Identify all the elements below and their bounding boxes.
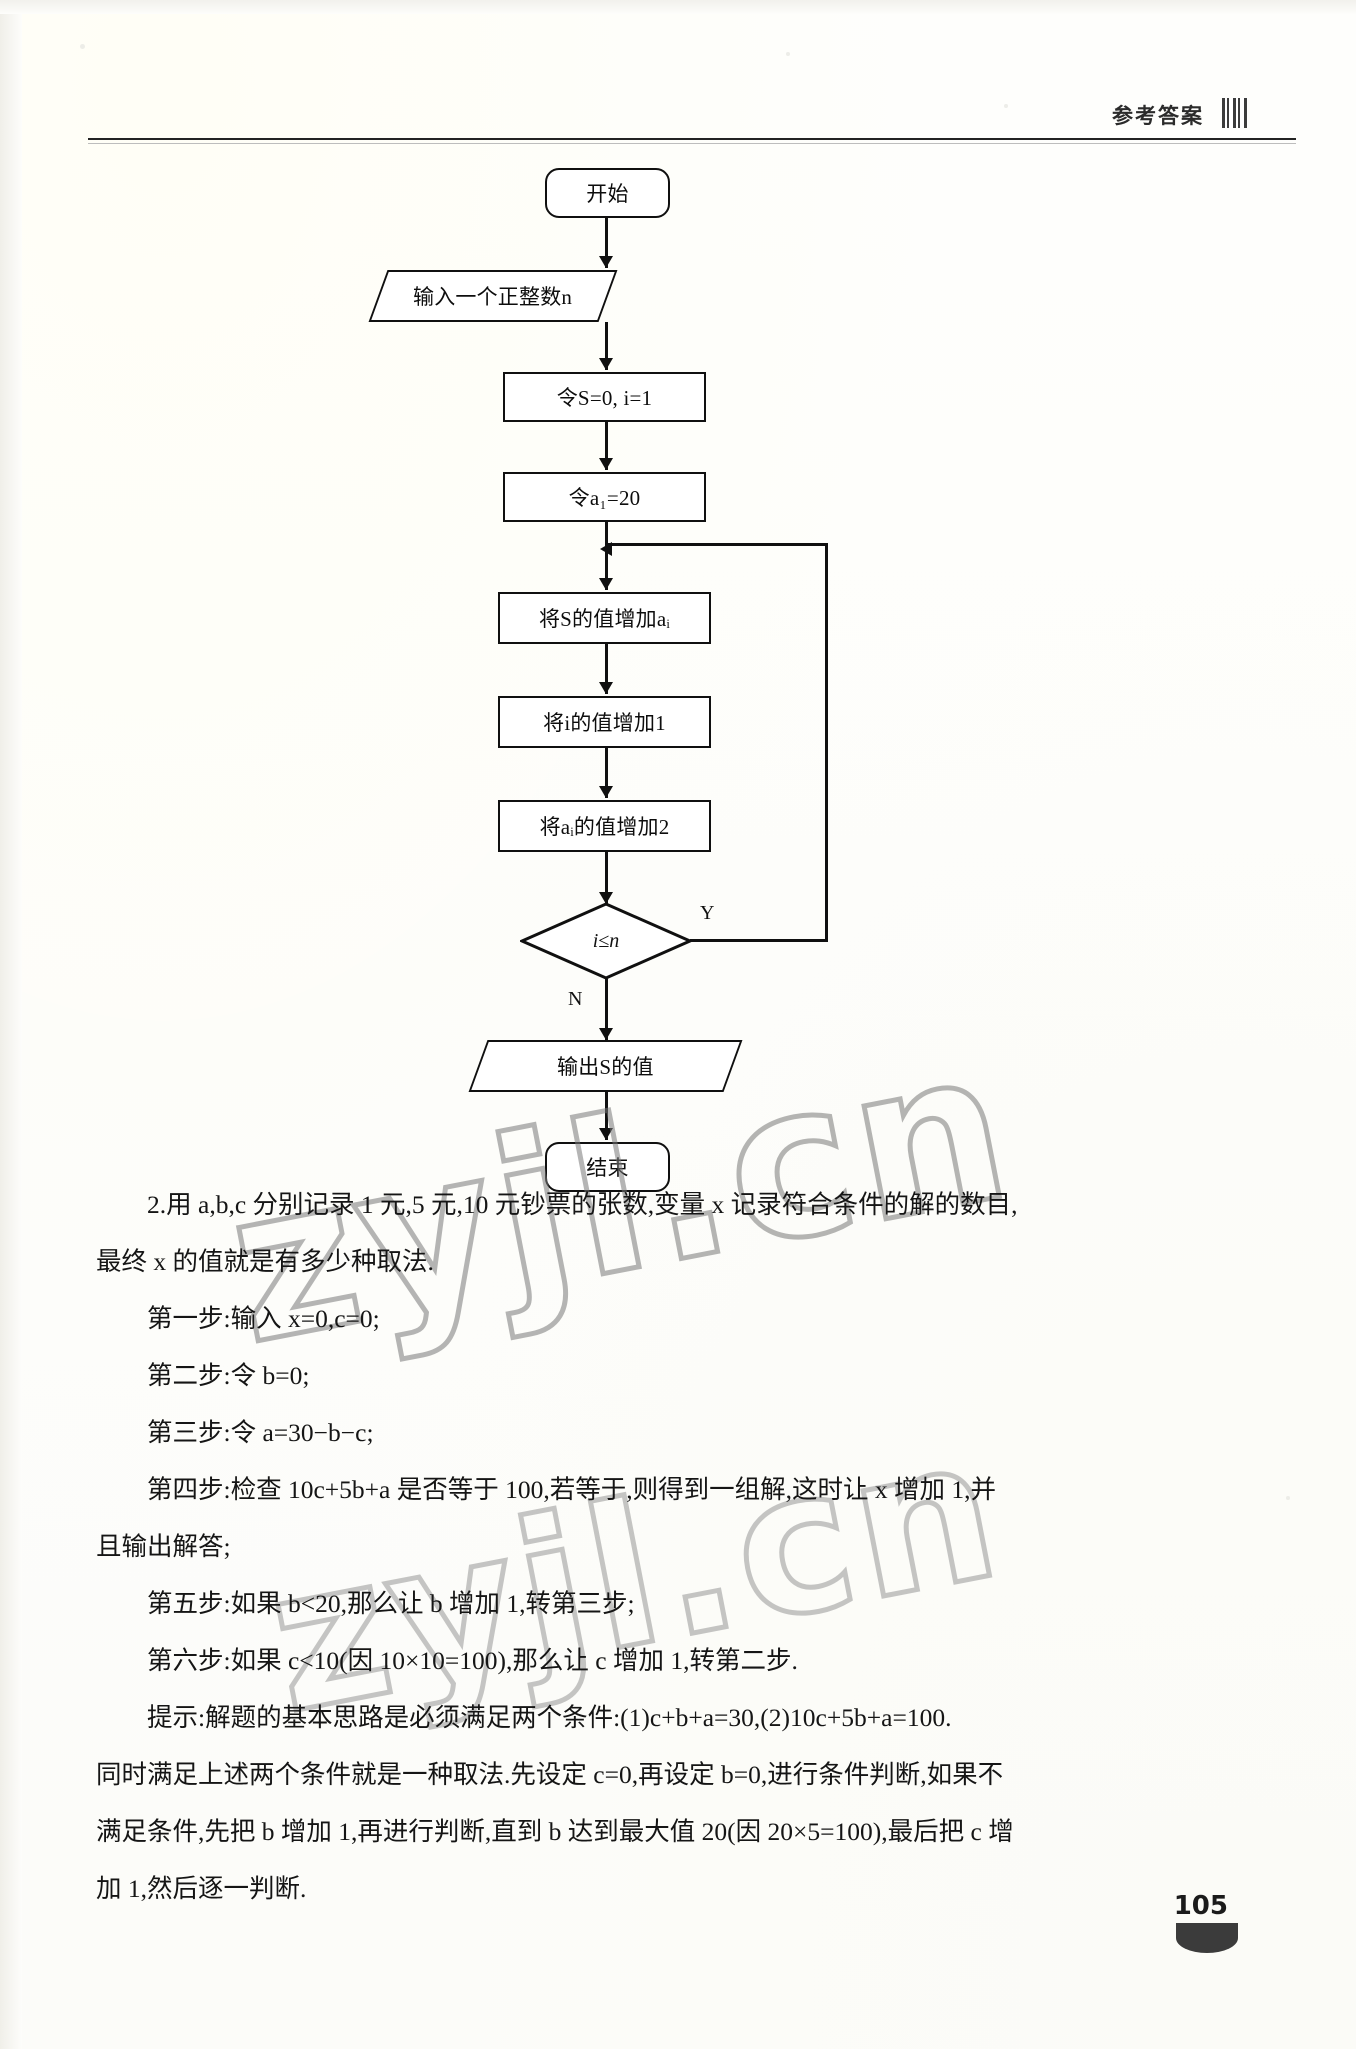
- flow-node-add-a: 将aᵢ的值增加2: [498, 800, 711, 852]
- flow-node-init-a1: 令a₁=20: [503, 472, 706, 522]
- flow-node-add-i-label: 将i的值增加1: [543, 711, 666, 735]
- page-number-decoration: [1176, 1923, 1238, 1953]
- flow-connector-no-down: [605, 978, 608, 1040]
- flow-connector-addi-adda: [605, 748, 608, 798]
- answer-body: 2.用 a,b,c 分别记录 1 元,5 元,10 元钞票的张数,变量 x 记录…: [96, 1176, 1268, 1917]
- page-top-edge-shadow: [0, 0, 1356, 14]
- flow-connector-yes-up: [825, 543, 828, 941]
- paragraph-hint-line1: 提示:解题的基本思路是必须满足两个条件:(1)c+b+a=30,(2)10c+5…: [147, 1703, 952, 1732]
- paragraph-step-4-line1: 第四步:检查 10c+5b+a 是否等于 100,若等于,则得到一组解,这时让 …: [147, 1475, 996, 1504]
- flow-node-end: 结束: [545, 1142, 670, 1192]
- paragraph-step-3: 第三步:令 a=30−b−c;: [147, 1418, 374, 1447]
- flow-arrowhead: [599, 1028, 613, 1040]
- flow-node-start: 开始: [545, 168, 670, 218]
- flow-connector-input-init1: [605, 322, 608, 370]
- flow-node-start-label: 开始: [586, 182, 629, 206]
- page-header: 参考答案: [0, 96, 1356, 150]
- page-left-edge-shadow: [0, 0, 22, 2049]
- flow-node-input-label: 输入一个正整数n: [413, 285, 573, 309]
- page-number: 105: [1173, 1891, 1228, 1921]
- flow-connector-start-input: [605, 218, 608, 268]
- flow-connector-init1-init2: [605, 422, 608, 470]
- flow-node-input: 输入一个正整数n: [368, 270, 618, 322]
- flow-arrowhead: [599, 578, 613, 590]
- flow-node-add-a-label: 将aᵢ的值增加2: [539, 815, 670, 839]
- flow-connector-adda-test: [605, 852, 608, 904]
- header-divider: [88, 138, 1296, 140]
- flow-node-end-label: 结束: [586, 1156, 629, 1180]
- flowchart: 开始 输入一个正整数n 令S=0, i=1 令a₁=20 将S的值增加aᵢ 将i…: [0, 150, 1356, 1192]
- flow-arrowhead: [599, 458, 613, 470]
- paragraph-step-1: 第一步:输入 x=0,c=0;: [147, 1304, 380, 1333]
- paragraph-hint-line3: 满足条件,先把 b 增加 1,再进行判断,直到 b 达到最大值 20(因 20×…: [96, 1817, 1014, 1846]
- paragraph-step-2: 第二步:令 b=0;: [147, 1361, 310, 1390]
- flow-connector-yes-right: [690, 939, 828, 942]
- flow-connector-init2-adds: [605, 522, 608, 590]
- scan-speck: [1004, 104, 1008, 108]
- flow-arrowhead: [599, 256, 613, 268]
- flow-arrowhead: [599, 1128, 613, 1140]
- flow-node-add-s-label: 将S的值增加aᵢ: [538, 607, 671, 631]
- paragraph-hint-line2: 同时满足上述两个条件就是一种取法.先设定 c=0,再设定 b=0,进行条件判断,…: [96, 1760, 1004, 1789]
- paragraph-step-6: 第六步:如果 c<10(因 10×10=100),那么让 c 增加 1,转第二步…: [147, 1646, 798, 1675]
- flow-node-add-s: 将S的值增加aᵢ: [498, 592, 711, 644]
- flow-node-test-label: i≤n: [592, 929, 620, 952]
- header-divider-secondary: [88, 143, 1296, 144]
- flow-arrowhead-loop-merge: [600, 542, 612, 556]
- flow-branch-label-no: N: [568, 988, 583, 1010]
- flow-node-output-label: 输出S的值: [557, 1055, 654, 1079]
- paragraph-step-5: 第五步:如果 b<20,那么让 b 增加 1,转第三步;: [147, 1589, 635, 1618]
- scan-speck: [786, 52, 790, 56]
- paragraph-hint-line4: 加 1,然后逐一判断.: [96, 1874, 307, 1903]
- flow-arrowhead: [599, 786, 613, 798]
- flow-arrowhead: [599, 682, 613, 694]
- flow-branch-label-yes: Y: [700, 902, 715, 924]
- flow-node-test: i≤n: [520, 902, 692, 980]
- flow-arrowhead: [599, 358, 613, 370]
- barcode-icon: [1222, 98, 1248, 128]
- flow-arrowhead: [599, 892, 613, 904]
- flow-connector-yes-back: [606, 543, 827, 546]
- flow-node-add-i: 将i的值增加1: [498, 696, 711, 748]
- scan-speck: [80, 44, 85, 49]
- flow-node-init-s-i-label: 令S=0, i=1: [556, 386, 653, 410]
- flow-node-init-a1-label: 令a₁=20: [568, 486, 641, 510]
- paragraph-intro-line2: 最终 x 的值就是有多少种取法.: [96, 1247, 434, 1276]
- paragraph-step-4-line2: 且输出解答;: [96, 1532, 231, 1561]
- flow-connector-adds-addi: [605, 644, 608, 694]
- scan-speck: [1286, 1496, 1290, 1500]
- paragraph-intro-line1: 2.用 a,b,c 分别记录 1 元,5 元,10 元钞票的张数,变量 x 记录…: [147, 1190, 1018, 1219]
- flow-node-output: 输出S的值: [468, 1040, 743, 1092]
- page-title: 参考答案: [1112, 104, 1204, 128]
- flow-connector-output-end: [605, 1092, 608, 1140]
- flow-node-init-s-i: 令S=0, i=1: [503, 372, 706, 422]
